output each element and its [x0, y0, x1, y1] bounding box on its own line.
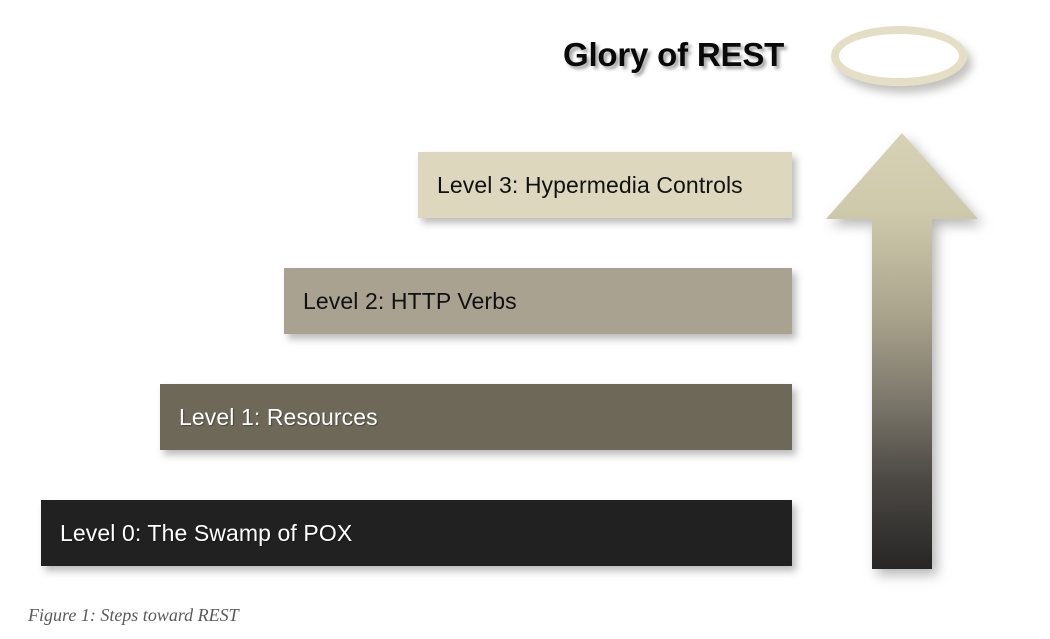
halo-ring-icon	[831, 26, 967, 86]
step-bar-level-2[interactable]: Level 2: HTTP Verbs	[284, 268, 792, 334]
upward-arrow-icon	[822, 128, 982, 578]
step-bar-level-3[interactable]: Level 3: Hypermedia Controls	[418, 152, 792, 218]
figure-caption: Figure 1: Steps toward REST	[28, 605, 239, 625]
step-label-level-3: Level 3: Hypermedia Controls	[437, 171, 743, 198]
step-bar-level-1[interactable]: Level 1: Resources	[160, 384, 792, 450]
upward-arrow-svg	[826, 133, 978, 569]
step-label-level-2: Level 2: HTTP Verbs	[303, 287, 517, 314]
step-bar-level-0[interactable]: Level 0: The Swamp of POX	[41, 500, 792, 566]
step-label-level-0: Level 0: The Swamp of POX	[60, 519, 353, 546]
page-title: Glory of REST	[563, 36, 785, 73]
step-label-level-1: Level 1: Resources	[179, 403, 378, 430]
